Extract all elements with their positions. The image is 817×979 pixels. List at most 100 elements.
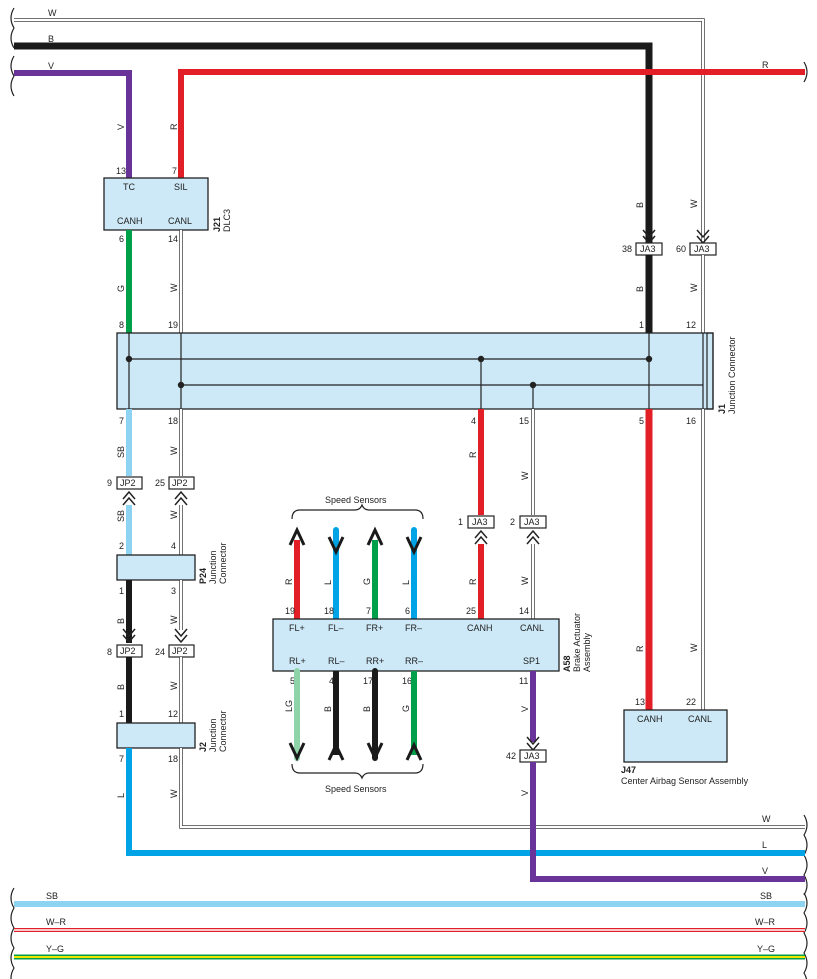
a58-id: A58 xyxy=(562,655,572,672)
j2-pin-1: 1 xyxy=(119,709,124,719)
jp2-25-pin: 25 xyxy=(155,478,165,488)
jp2-8-pin: 8 xyxy=(107,647,112,657)
a58-term-rr-plus: RR+ xyxy=(366,656,384,666)
wire-label-wr-bottom-left: W–R xyxy=(46,917,67,927)
wire-label-w-top: W xyxy=(48,8,57,18)
a58-pin-18: 18 xyxy=(324,606,334,616)
jp2-8-label: JP2 xyxy=(120,646,136,656)
wire-label-w3: W xyxy=(169,446,179,455)
a58-term-rr-minus: RR– xyxy=(405,656,423,666)
jp2-24-pin: 24 xyxy=(155,647,165,657)
ja3-38-pin: 38 xyxy=(622,244,632,254)
p24-pin-3: 3 xyxy=(171,586,176,596)
j2-pin-12: 12 xyxy=(168,709,178,719)
j1-pin-4: 4 xyxy=(471,416,476,426)
j47-pin-13: 13 xyxy=(635,697,645,707)
j1-pin-8: 8 xyxy=(119,320,124,330)
ja3-42-connector: 42 JA3 xyxy=(506,736,547,763)
wire-label-l-right: L xyxy=(762,840,767,850)
wire-label-r25: R xyxy=(468,578,478,585)
a58-term-fl-plus: FL+ xyxy=(289,623,305,633)
speed-sensors-bottom-brace xyxy=(291,763,424,780)
wire-v-top xyxy=(14,70,132,178)
a58-name-1: Brake Actuator xyxy=(572,613,582,672)
wire-label-sb2: SB xyxy=(116,510,126,522)
j1-pin-19: 19 xyxy=(168,320,178,330)
j21-term-tc: TC xyxy=(123,182,135,192)
j2-pin-7: 7 xyxy=(119,754,124,764)
a58-pin-16: 16 xyxy=(402,676,412,686)
j1-pin-18: 18 xyxy=(168,416,178,426)
j47-pin-22: 22 xyxy=(686,697,696,707)
a58-term-sp1: SP1 xyxy=(523,656,540,666)
fl-plus-sensor-wire xyxy=(288,526,306,619)
wire-label-r-fl: R xyxy=(284,578,294,585)
j47-term-canh: CANH xyxy=(637,714,663,724)
j2-id: J2 xyxy=(198,742,208,752)
a58-pin-25: 25 xyxy=(466,606,476,616)
p24-id: P24 xyxy=(198,568,208,584)
speed-sensors-top-brace xyxy=(291,503,424,520)
j21-term-sil: SIL xyxy=(174,182,188,192)
j47-airbag-sensor-box xyxy=(623,709,728,763)
wire-label-v1: V xyxy=(116,124,126,130)
wire-label-w18: W xyxy=(169,789,179,798)
j1-pin-12: 12 xyxy=(686,320,696,330)
a58-term-canl: CANL xyxy=(520,623,544,633)
wire-label-b-j2: B xyxy=(116,684,126,690)
wire-label-yg-bottom-right: Y–G xyxy=(757,944,775,954)
rr-plus-sensor-wire xyxy=(366,668,384,762)
jp2-9-connector: 9 JP2 xyxy=(107,476,143,506)
wire-label-r1: R xyxy=(169,123,179,130)
j1-internal-bus xyxy=(125,333,704,409)
a58-terminals: FL+ FL– FR+ FR– CANH CANL RL+ RL– RR+ RR… xyxy=(289,623,544,666)
a58-bottom-pins: 5 4 17 16 11 xyxy=(290,676,528,686)
wire-label-g-fr: G xyxy=(362,578,372,585)
j1-pin-7: 7 xyxy=(119,416,124,426)
wire-label-g-rr: G xyxy=(401,705,411,712)
a58-pin-7: 7 xyxy=(366,606,371,616)
ja3-38-label: JA3 xyxy=(640,244,656,254)
wire-label-b-rl: B xyxy=(323,706,333,712)
j2-name-2: Connector xyxy=(218,710,228,752)
wire-label-w2: W xyxy=(689,283,699,292)
j21-pin-6: 6 xyxy=(119,234,124,244)
wire-label-w15: W xyxy=(520,471,530,480)
a58-brake-actuator-box xyxy=(272,618,560,672)
ja3-42-label: JA3 xyxy=(524,751,540,761)
wire-label-v-right: V xyxy=(762,866,768,876)
jp2-25-connector: 25 JP2 xyxy=(155,476,195,506)
j1-pin-5: 5 xyxy=(639,416,644,426)
a58-pin-19: 19 xyxy=(285,606,295,616)
j21-term-canl: CANL xyxy=(168,216,192,226)
speed-sensors-top-label: Speed Sensors xyxy=(325,495,387,505)
j21-id: J21 xyxy=(212,217,222,232)
jp2-24-connector: 24 JP2 xyxy=(155,628,195,658)
j2-pin-18: 18 xyxy=(168,754,178,764)
jp2-8-connector: 8 JP2 xyxy=(107,628,143,658)
ja3-1-pin: 1 xyxy=(458,517,463,527)
a58-term-fr-minus: FR– xyxy=(405,623,422,633)
a58-term-rl-plus: RL+ xyxy=(289,656,306,666)
j1-pin-1: 1 xyxy=(639,320,644,330)
right-break-marks xyxy=(803,61,808,979)
a58-term-canh: CANH xyxy=(467,623,493,633)
p24-junction-box xyxy=(116,554,196,581)
p24-pin-4: 4 xyxy=(171,541,176,551)
a58-term-fl-minus: FL– xyxy=(328,623,344,633)
fr-minus-sensor-wire xyxy=(405,527,423,622)
speed-sensors-bottom-label: Speed Sensors xyxy=(325,784,387,794)
j2-junction-box xyxy=(116,722,196,749)
j21-name: DLC3 xyxy=(222,209,232,232)
wire-label-b-top: B xyxy=(48,34,54,44)
wire-label-b2: B xyxy=(635,286,645,292)
wire-label-sb-bottom-right: SB xyxy=(760,891,772,901)
a58-term-fr-plus: FR+ xyxy=(366,623,383,633)
j1-junction-box xyxy=(116,332,714,410)
ja3-2-pin: 2 xyxy=(510,517,515,527)
wire-label-g1: G xyxy=(116,285,126,292)
wire-label-l7: L xyxy=(116,793,126,798)
p24-name-2: Connector xyxy=(218,542,228,584)
j21-pin-13: 13 xyxy=(116,166,126,176)
j21-pin-14: 14 xyxy=(168,234,178,244)
